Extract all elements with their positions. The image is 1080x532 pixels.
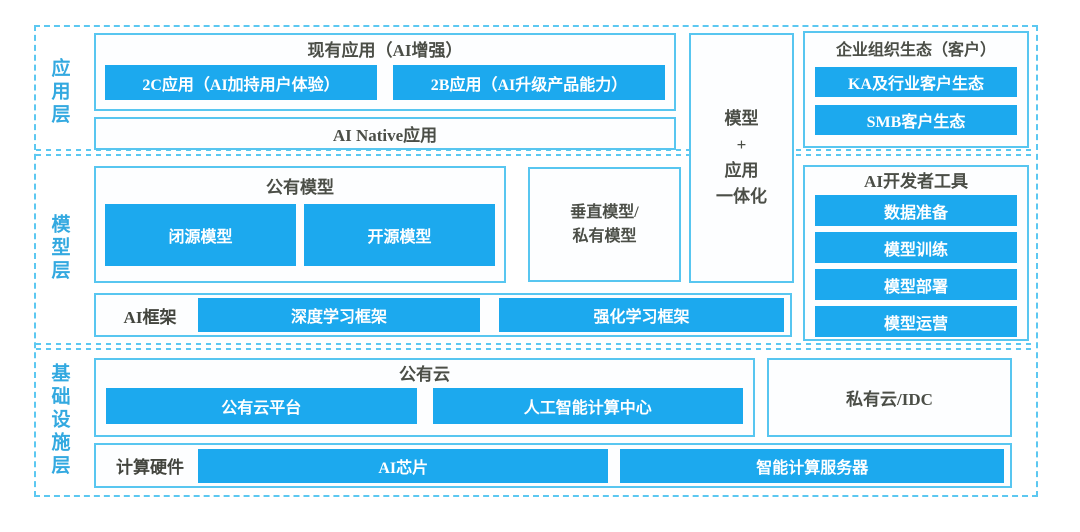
ai-developer-tools-box: AI开发者工具 数据准备 模型训练 模型部署 模型运营 bbox=[803, 165, 1029, 341]
bar-ai-chips: AI芯片 bbox=[198, 448, 609, 483]
public-cloud-box: 公有云 公有云平台 人工智能计算中心 bbox=[94, 358, 755, 437]
vertical-models-line: 垂直模型/ bbox=[570, 203, 639, 221]
computing-hardware-label: 计算硬件 bbox=[116, 458, 184, 477]
outer-dashed-border bbox=[34, 25, 1038, 497]
infrastructure-layer-label: 基础设施层 bbox=[48, 362, 70, 478]
computing-hardware-row: 计算硬件 AI芯片 智能计算服务器 bbox=[94, 443, 1012, 488]
bar-open-source-models: 开源模型 bbox=[304, 204, 495, 266]
public-cloud-title: 公有云 bbox=[399, 365, 450, 384]
framework-spacer bbox=[480, 298, 499, 332]
bar-public-cloud-platform: 公有云平台 bbox=[106, 388, 417, 424]
model-layer-label: 模型层 bbox=[48, 213, 70, 283]
integration-line: 一体化 bbox=[716, 187, 767, 206]
bar-model-deployment: 模型部署 bbox=[815, 269, 1017, 300]
application-layer-label: 应用层 bbox=[48, 57, 70, 127]
integration-line: 模型 bbox=[724, 109, 759, 128]
bar-model-training: 模型训练 bbox=[815, 232, 1017, 263]
public-cloud-bars: 公有云平台 人工智能计算中心 bbox=[96, 388, 753, 424]
existing-apps-title: 现有应用（AI增强） bbox=[307, 41, 463, 60]
bar-smb-eco: SMB客户生态 bbox=[815, 105, 1017, 135]
integration-line: 应用 bbox=[724, 161, 759, 180]
private-cloud-idc-box: 私有云/IDC bbox=[767, 358, 1012, 437]
ai-framework-label: AI框架 bbox=[123, 307, 177, 327]
private-models-line: 私有模型 bbox=[572, 227, 637, 245]
existing-apps-bars: 2C应用（AI加持用户体验） 2B应用（AI升级产品能力） bbox=[96, 65, 674, 100]
model-app-integration-box: 模型 + 应用 一体化 bbox=[689, 33, 794, 283]
layer-divider-model-infra bbox=[36, 343, 1036, 350]
public-models-box: 公有模型 闭源模型 开源模型 bbox=[94, 166, 506, 283]
bar-2b-apps: 2B应用（AI升级产品能力） bbox=[393, 65, 665, 100]
enterprise-ecosystem-title: 企业组织生态（客户） bbox=[835, 42, 996, 59]
layer-divider-app-model bbox=[36, 149, 1036, 156]
enterprise-ecosystem-box: 企业组织生态（客户） KA及行业客户生态 SMB客户生态 bbox=[803, 31, 1029, 148]
integration-plus: + bbox=[736, 135, 747, 154]
vertical-private-models-box: 垂直模型/ 私有模型 bbox=[528, 167, 681, 282]
bar-closed-source-models: 闭源模型 bbox=[105, 204, 296, 266]
bar-deep-learning-framework: 深度学习框架 bbox=[198, 298, 480, 332]
hardware-spacer bbox=[608, 449, 620, 483]
bar-intelligent-computing-servers: 智能计算服务器 bbox=[620, 448, 1004, 483]
bar-2c-apps: 2C应用（AI加持用户体验） bbox=[105, 65, 377, 100]
public-models-bars: 闭源模型 开源模型 bbox=[96, 204, 504, 266]
existing-apps-box: 现有应用（AI增强） 2C应用（AI加持用户体验） 2B应用（AI升级产品能力） bbox=[94, 33, 676, 111]
ai-native-apps-box: AI Native应用 bbox=[94, 117, 676, 150]
ai-developer-tools-title: AI开发者工具 bbox=[864, 172, 968, 191]
ai-framework-row: AI框架 深度学习框架 强化学习框架 bbox=[94, 293, 792, 337]
bar-model-operations: 模型运营 bbox=[815, 306, 1017, 337]
bar-reinforcement-learning-framework: 强化学习框架 bbox=[499, 298, 784, 332]
bar-data-preparation: 数据准备 bbox=[815, 195, 1017, 226]
public-models-title: 公有模型 bbox=[266, 178, 334, 197]
bar-ai-computing-center: 人工智能计算中心 bbox=[432, 388, 743, 424]
bar-ka-industry-eco: KA及行业客户生态 bbox=[815, 67, 1017, 97]
